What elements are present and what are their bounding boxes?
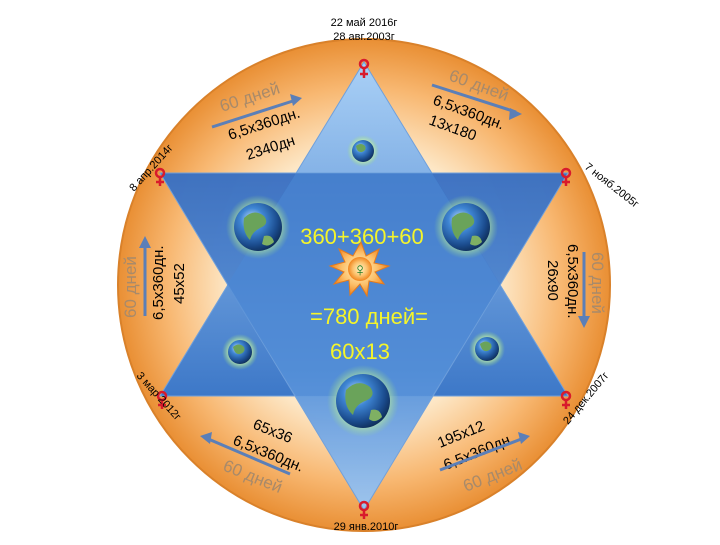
segment-days-label: 60 дней	[588, 252, 607, 314]
earth-icon	[222, 334, 258, 370]
earth-icon	[434, 195, 498, 259]
segment-right: 60 дней 6,5х360дн. 26х90	[544, 244, 607, 328]
marker-icon	[560, 390, 572, 409]
arrow-head-icon	[509, 108, 522, 120]
marker-icon	[154, 167, 166, 186]
arrow-head-icon	[290, 94, 302, 106]
center-result-text: =780 дней=	[310, 304, 428, 329]
marker-icons	[154, 58, 572, 519]
segment-left: 60 дней 6,5х360дн. 45х52	[121, 236, 188, 320]
earth-icon	[347, 135, 379, 167]
segment-days-label: 60 дней	[121, 256, 140, 318]
arrow-head-icon	[578, 316, 590, 328]
center-sum-text: 360+360+60	[300, 224, 424, 249]
date-label-top-1: 22 май 2016г	[331, 17, 398, 29]
date-label-bottom: 29 янв.2010г	[334, 521, 399, 533]
earth-icon	[469, 331, 505, 367]
arrow-icon	[211, 98, 297, 129]
arrow-icon	[431, 83, 517, 114]
arrow-icon	[439, 436, 525, 472]
arrow-head-icon	[518, 432, 530, 444]
arrow-head-icon	[139, 236, 151, 248]
sun-icon	[328, 240, 391, 298]
marker-icon	[358, 500, 370, 519]
segment-line2: 45х52	[171, 263, 188, 304]
segment-line2: 26х90	[544, 260, 561, 301]
marker-icon	[358, 58, 370, 78]
arrow-icon	[205, 436, 291, 476]
segment-line1: 6,5х360дн.	[150, 245, 167, 320]
venus-icon: ♀	[353, 260, 367, 281]
center-product-text: 60х13	[330, 339, 390, 364]
earth-icon	[327, 365, 399, 437]
earth-icon	[226, 195, 290, 259]
arrow-head-icon	[200, 432, 212, 444]
marker-icon	[156, 390, 168, 409]
segment-line1: 6,5х360дн.	[564, 244, 581, 319]
marker-icon	[560, 167, 572, 186]
date-label-top-2: 28 авг.2003г	[333, 31, 394, 43]
